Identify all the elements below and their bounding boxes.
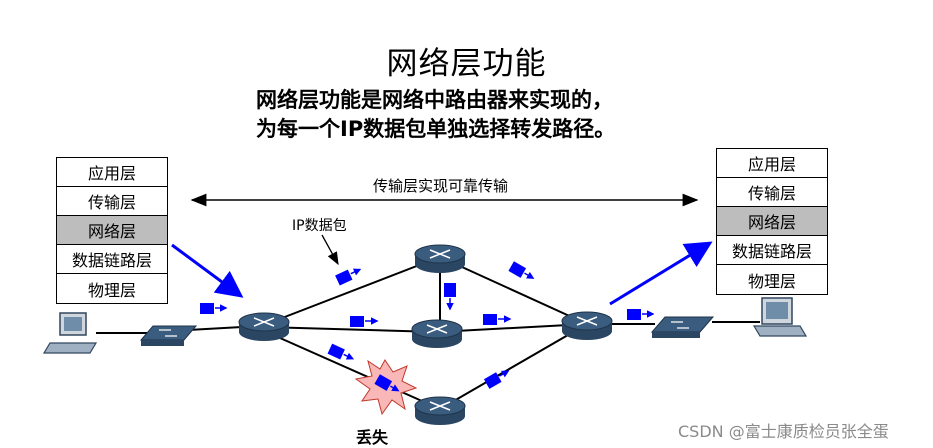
router-icon-middle <box>411 319 463 348</box>
left-network-to-router-arrow <box>171 243 244 298</box>
right-layer-network: 网络层 <box>717 207 827 236</box>
subtitle-line-1: 网络层功能是网络中路由器来实现的， <box>256 88 613 112</box>
router-icon-bottom <box>414 396 466 425</box>
ip-packet <box>627 309 655 320</box>
right-protocol-stack: 应用层 传输层 网络层 数据链路层 物理层 <box>716 148 828 295</box>
right-switch-icon <box>650 316 715 338</box>
right-layer-transport: 传输层 <box>717 178 827 207</box>
left-layer-physical: 物理层 <box>57 274 167 303</box>
left-protocol-stack: 应用层 传输层 网络层 数据链路层 物理层 <box>56 157 168 304</box>
left-layer-transport: 传输层 <box>57 187 167 216</box>
diagram-subtitle: 网络层功能是网络中路由器来实现的， 为每一个IP数据包单独选择转发路径。 <box>256 86 615 144</box>
right-layer-datalink: 数据链路层 <box>717 236 827 265</box>
lost-label: 丢失 <box>356 428 389 447</box>
right-layer-application: 应用层 <box>717 149 827 178</box>
ip-packets <box>200 261 655 392</box>
ip-packet-label: IP数据包 <box>292 218 347 234</box>
ip-packet <box>483 314 512 325</box>
left-layer-application: 应用层 <box>57 158 167 187</box>
router-icon-egress <box>561 311 613 340</box>
left-layer-network: 网络层 <box>57 216 167 245</box>
ip-packet <box>335 268 362 286</box>
right-layer-physical: 物理层 <box>717 265 827 294</box>
right-computer-icon <box>752 297 808 337</box>
left-switch-icon <box>139 325 198 346</box>
watermark: CSDN @富士康质检员张全蛋 <box>678 422 889 441</box>
left-layer-datalink: 数据链路层 <box>57 245 167 274</box>
transport-reliable-label: 传输层实现可靠传输 <box>373 177 509 195</box>
router-icon-top <box>414 244 466 273</box>
network-links <box>96 256 760 410</box>
ip-packet <box>350 316 379 327</box>
ip-packet <box>483 370 510 389</box>
router-icon-ingress <box>238 312 290 341</box>
router-to-right-network-arrow <box>609 241 713 306</box>
left-computer-icon <box>42 312 98 354</box>
packet-label-pointer <box>321 234 339 266</box>
ip-packet <box>327 343 355 360</box>
ip-packet <box>444 283 456 311</box>
lost-ip-packet <box>374 374 400 392</box>
diagram-title: 网络层功能 <box>386 46 547 82</box>
subtitle-line-2: 为每一个IP数据包单独选择转发路径。 <box>256 117 616 141</box>
ip-packet <box>200 303 228 314</box>
ip-packet <box>508 261 535 279</box>
